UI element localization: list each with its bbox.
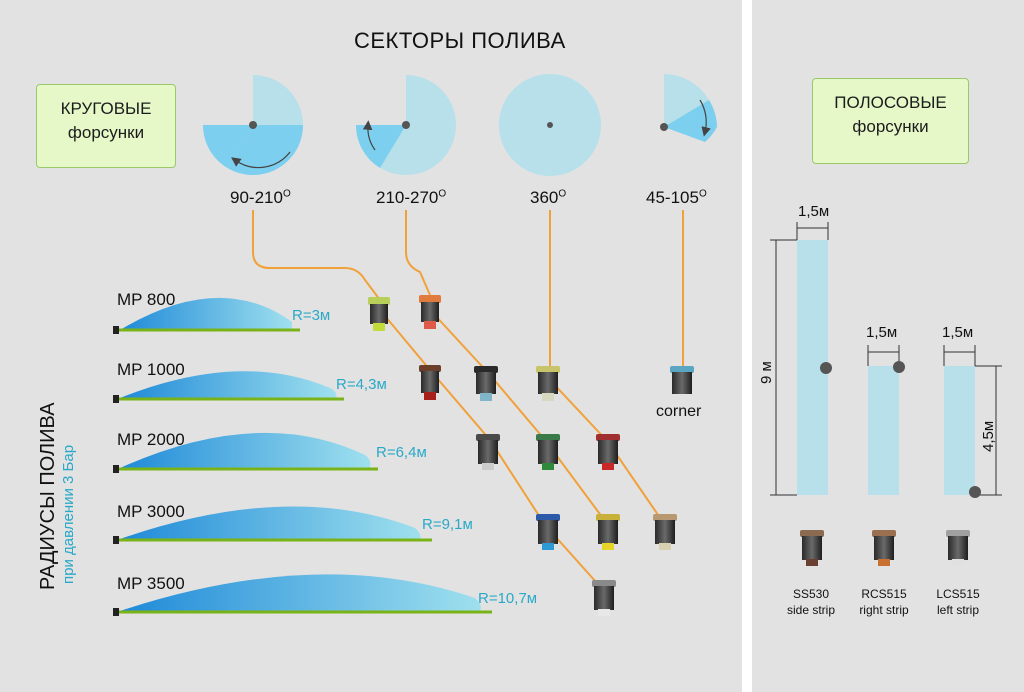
spray-mp3500 bbox=[113, 574, 492, 616]
radius-axis-title: РАДИУСЫ ПОЛИВА bbox=[37, 402, 59, 590]
nozzle-icon bbox=[670, 366, 694, 394]
nozzle-icon bbox=[419, 365, 441, 400]
connector-90-210 bbox=[252, 210, 381, 301]
nozzle-icon bbox=[536, 434, 560, 470]
sector-label: 210-270O bbox=[376, 188, 447, 207]
nozzle-icon bbox=[536, 514, 560, 550]
sector-pie-360 bbox=[499, 74, 601, 176]
strip-box-line2: форсунки bbox=[852, 117, 929, 136]
strip-caption: LCS515 left strip bbox=[919, 586, 997, 618]
strip-code: SS530 bbox=[792, 587, 830, 601]
model-label: MP 2000 bbox=[117, 430, 185, 449]
radius-label: R=4,3м bbox=[336, 376, 387, 393]
model-label: MP 1000 bbox=[117, 360, 185, 379]
nozzle-icon bbox=[368, 297, 390, 331]
spray-mp2000 bbox=[113, 432, 378, 473]
spray-mp1000 bbox=[113, 371, 344, 403]
strip-width-label: 1,5м bbox=[798, 203, 830, 220]
strip-desc: left strip bbox=[936, 603, 979, 617]
nozzle-icon bbox=[872, 530, 896, 566]
strip-rcs515 bbox=[867, 345, 905, 495]
round-box-line1: КРУГОВЫЕ bbox=[60, 99, 152, 118]
strip-ss530 bbox=[770, 222, 832, 496]
model-label: MP 3500 bbox=[117, 574, 185, 593]
sector-pie-210-270 bbox=[355, 75, 456, 175]
strip-lcs515 bbox=[943, 345, 1002, 498]
radius-label: R=6,4м bbox=[376, 444, 427, 461]
sector-pie-45-105 bbox=[660, 74, 717, 142]
strip-nozzles-box: ПОЛОСОВЫЕ форсунки bbox=[812, 78, 969, 164]
nozzle-icon bbox=[596, 434, 620, 470]
strip-caption: RCS515 right strip bbox=[845, 586, 923, 618]
nozzle-icons bbox=[368, 295, 694, 616]
nozzle-icon bbox=[592, 580, 616, 616]
radius-label: R=3м bbox=[292, 307, 331, 324]
strip-desc: side strip bbox=[786, 603, 836, 617]
nozzle-icon bbox=[419, 295, 441, 329]
radius-label: R=10,7м bbox=[478, 590, 538, 607]
sector-label: 90-210O bbox=[230, 188, 291, 207]
sector-label: 360O bbox=[530, 188, 567, 207]
diag-line-2 bbox=[431, 311, 609, 526]
radius-axis-subtitle: при давлении 3 Бар bbox=[60, 444, 77, 584]
round-box-line2: форсунки bbox=[67, 123, 145, 142]
strip-length-label: 9 м bbox=[758, 361, 775, 384]
strip-code: RCS515 bbox=[861, 587, 907, 601]
corner-label: corner bbox=[656, 403, 702, 420]
strip-caption: SS530 side strip bbox=[772, 586, 850, 618]
strip-box-line1: ПОЛОСОВЫЕ bbox=[834, 93, 947, 112]
strip-desc: right strip bbox=[859, 603, 909, 617]
sector-label: 45-105O bbox=[646, 188, 707, 207]
strip-width-label: 1,5м bbox=[866, 324, 898, 341]
panel-divider bbox=[742, 0, 752, 692]
radius-label: R=9,1м bbox=[422, 516, 473, 533]
nozzle-icon bbox=[800, 530, 824, 566]
spray-mp3000 bbox=[113, 506, 432, 544]
nozzle-icon bbox=[536, 366, 560, 401]
strip-width-label: 1,5м bbox=[942, 324, 974, 341]
round-nozzles-box: КРУГОВЫЕ форсунки bbox=[36, 84, 176, 168]
nozzle-icon bbox=[946, 530, 970, 566]
spray-mp800 bbox=[113, 297, 300, 334]
strip-code: LCS515 bbox=[936, 587, 980, 601]
connector-210-270 bbox=[405, 210, 431, 296]
strip-short-length-label: 4,5м bbox=[980, 420, 997, 452]
sector-pie-90-210 bbox=[203, 75, 303, 175]
nozzle-icon bbox=[474, 366, 498, 401]
page-title: СЕКТОРЫ ПОЛИВА bbox=[354, 28, 566, 53]
nozzle-icon bbox=[596, 514, 620, 550]
radius-axis-label: РАДИУСЫ ПОЛИВА при давлении 3 Бар bbox=[36, 402, 78, 590]
strip-nozzle-icons bbox=[800, 530, 970, 566]
nozzle-icon bbox=[653, 514, 677, 550]
model-label: MP 3000 bbox=[117, 502, 185, 521]
model-label: MP 800 bbox=[117, 290, 176, 309]
nozzle-icon bbox=[476, 434, 500, 470]
